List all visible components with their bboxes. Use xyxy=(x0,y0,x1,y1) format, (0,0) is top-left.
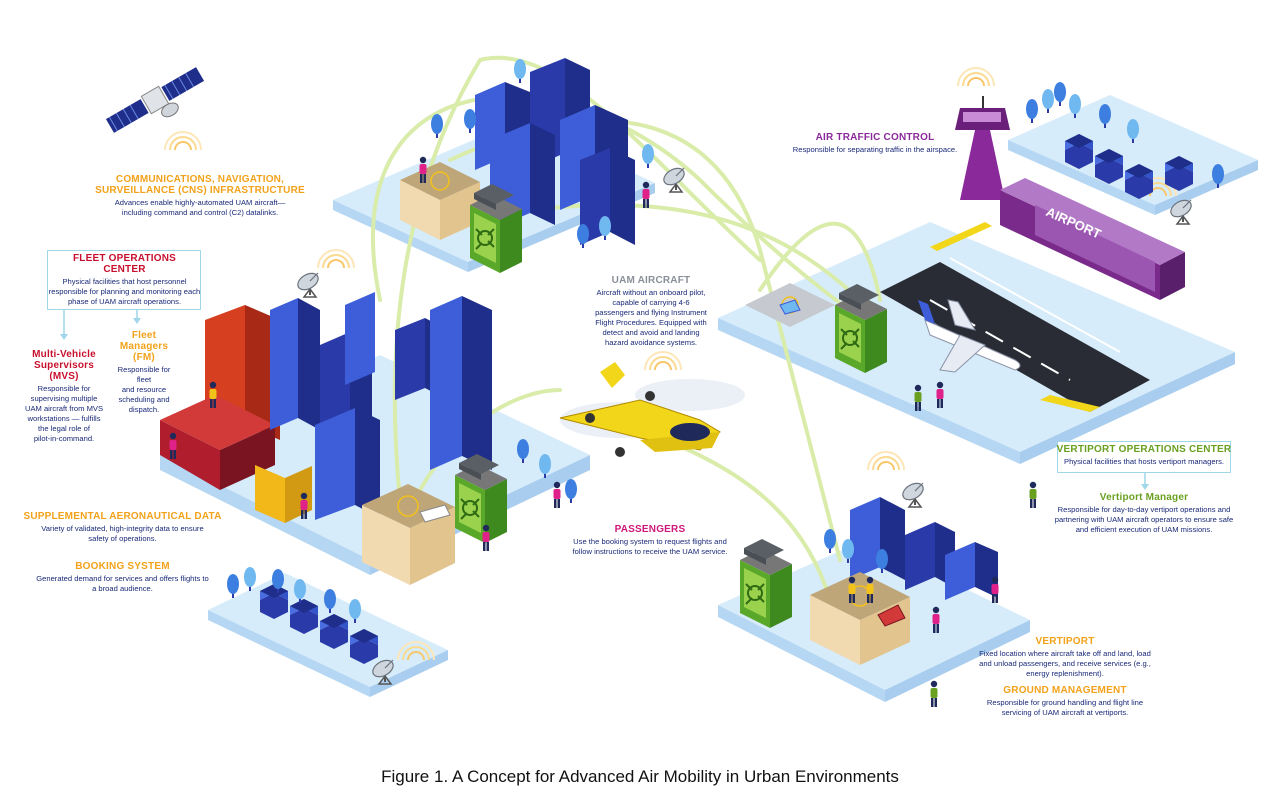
vertiport-ops-desc: Physical facilities that hosts vertiport… xyxy=(1064,457,1224,466)
uam-desc: hazard avoidance systems. xyxy=(604,338,697,347)
mvs-label: Multi-Vehicle Supervisors (MVS) Responsi… xyxy=(22,349,106,444)
figure-caption: Figure 1. A Concept for Advanced Air Mob… xyxy=(381,767,899,786)
cns-desc: including command and control (C2) datal… xyxy=(121,208,279,217)
atc-desc: Responsible for separating traffic in th… xyxy=(792,145,958,154)
passengers-desc: follow instructions to receive the UAM s… xyxy=(572,547,728,556)
vertiport-manager-label: Vertiport Manager Responsible for day-to… xyxy=(1044,492,1244,535)
uam-label: UAM AIRCRAFT Aircraft without an onboard… xyxy=(583,275,719,348)
passengers-title: PASSENGERS xyxy=(614,524,686,535)
satellite-icon xyxy=(105,67,205,133)
mvs-desc: pilot-in-command. xyxy=(33,434,95,443)
vertiport-manager-desc: and efficient execution of UAM missions. xyxy=(1075,525,1213,534)
mvs-title: (MVS) xyxy=(49,371,79,382)
uam-desc: Flight Procedures. Equipped with xyxy=(595,318,707,327)
supplemental-title: SUPPLEMENTAL AERONAUTICAL DATA xyxy=(23,511,222,522)
vertiport-manager-title: Vertiport Manager xyxy=(1099,492,1189,503)
airport-terminal: AIRPORT xyxy=(1000,178,1185,300)
mvs-desc: workstations — fulfills xyxy=(27,414,101,423)
vertiport-manager-desc: Responsible for day-to-day vertiport ope… xyxy=(1057,505,1231,514)
fm-title: (FM) xyxy=(133,352,155,363)
booking-desc: Generated demand for services and offers… xyxy=(36,574,209,583)
uam-title: UAM AIRCRAFT xyxy=(611,275,691,286)
fm-label: Fleet Managers (FM) Responsible for flee… xyxy=(111,330,177,415)
evtol-aircraft-icon xyxy=(559,362,745,457)
mvs-desc: UAM aircraft from MVS xyxy=(24,404,104,413)
vertiport-buildings xyxy=(810,497,998,665)
cns-label: COMMUNICATIONS, NAVIGATION, SURVEILLANCE… xyxy=(95,174,305,218)
cns-desc: Advances enable highly-automated UAM air… xyxy=(114,198,286,207)
fleet-ops-desc: phase of UAM aircraft operations. xyxy=(67,297,182,306)
ground-management-label: GROUND MANAGEMENT Responsible for ground… xyxy=(970,685,1160,718)
vertiport-title: VERTIPORT xyxy=(1035,636,1095,647)
mvs-title: Supervisors xyxy=(33,360,94,371)
vertiport-desc: Fixed location where aircraft take off a… xyxy=(979,649,1151,658)
ground-desc: servicing of UAM aircraft at vertiports. xyxy=(1001,708,1129,717)
left-city-buildings xyxy=(160,292,492,585)
airplane-icon xyxy=(918,299,1021,373)
booking-title: BOOKING SYSTEM xyxy=(75,561,170,572)
booking-desc: a broad audience. xyxy=(92,584,153,593)
fm-desc: dispatch. xyxy=(128,405,160,414)
vertiport-ops-label: VERTIPORT OPERATIONS CENTER Physical fac… xyxy=(1055,444,1233,467)
vertiport-ops-title: VERTIPORT OPERATIONS CENTER xyxy=(1056,444,1232,455)
passengers-desc: Use the booking system to request flight… xyxy=(573,537,727,546)
uam-desc: capable of carrying 4-6 xyxy=(612,298,690,307)
atc-label: AIR TRAFFIC CONTROL Responsible for sepa… xyxy=(775,132,975,155)
vertiport-label: VERTIPORT Fixed location where aircraft … xyxy=(970,636,1160,679)
mvs-desc: Responsible for xyxy=(37,384,91,393)
mvs-desc: the legal role of xyxy=(38,424,90,433)
cns-title: COMMUNICATIONS, NAVIGATION, xyxy=(115,174,285,185)
supplemental-data-label: SUPPLEMENTAL AERONAUTICAL DATA Variety o… xyxy=(20,511,225,544)
fleet-ops-title: FLEET OPERATIONS xyxy=(72,253,177,264)
fleet-ops-box xyxy=(47,250,201,310)
supplemental-desc: safety of operations. xyxy=(88,534,157,543)
uam-desc: passengers and flying Instrument xyxy=(595,308,707,317)
fm-title: Managers xyxy=(119,341,169,352)
fm-desc: scheduling and xyxy=(118,395,170,404)
vertiport-manager-desc: partnering with UAM aircraft operators t… xyxy=(1054,515,1234,524)
small-aircraft-icon xyxy=(419,299,906,627)
fm-desc: Responsible for fleet xyxy=(117,365,171,384)
cns-title: SURVEILLANCE (CNS) INFRASTRUCTURE xyxy=(95,185,305,196)
top-city-buildings xyxy=(400,58,635,245)
vertiport-ops-box xyxy=(1057,441,1231,473)
uam-desc: detect and avoid and landing xyxy=(602,328,700,337)
fleet-ops-label: FLEET OPERATIONS CENTER Physical facilit… xyxy=(47,253,202,307)
fleet-ops-desc: Physical facilities that host personnel xyxy=(62,277,187,286)
vertiport-desc: and unload passengers, and receive servi… xyxy=(979,659,1151,668)
atc-title: AIR TRAFFIC CONTROL xyxy=(815,132,935,143)
passengers-label: PASSENGERS Use the booking system to req… xyxy=(560,524,740,557)
uam-desc: Aircraft without an onboard pilot, xyxy=(596,288,706,297)
fm-desc: and resource xyxy=(121,385,167,394)
mvs-desc: supervising multiple xyxy=(30,394,98,403)
supplemental-desc: Variety of validated, high-integrity dat… xyxy=(41,524,204,533)
vertiport-desc: energy replenishment). xyxy=(1026,669,1104,678)
mvs-title: Multi-Vehicle xyxy=(32,349,96,360)
booking-system-label: BOOKING SYSTEM Generated demand for serv… xyxy=(20,561,225,594)
ground-title: GROUND MANAGEMENT xyxy=(1003,685,1127,696)
ground-desc: Responsible for ground handling and flig… xyxy=(986,698,1144,707)
fm-title: Fleet xyxy=(131,330,157,341)
control-tower-icon xyxy=(955,96,1010,200)
fleet-ops-title: CENTER xyxy=(103,264,146,275)
fleet-ops-desc: responsible for planning and monitoring … xyxy=(48,287,201,296)
